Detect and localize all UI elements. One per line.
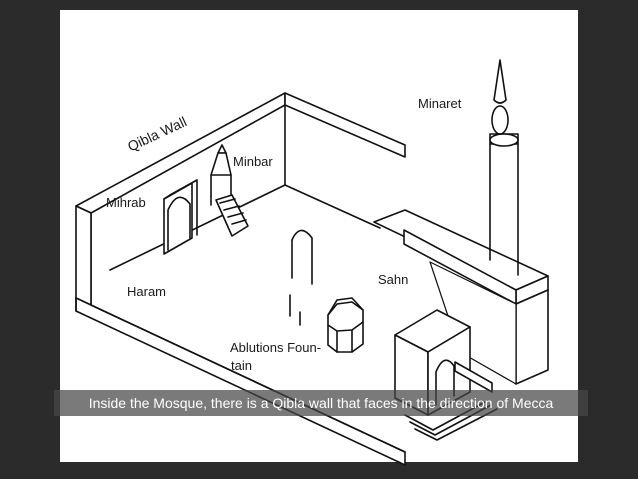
ablutions-fountain xyxy=(327,297,364,353)
minaret xyxy=(489,59,519,276)
mihrab-arch xyxy=(163,179,198,255)
label-mihrab: Mihrab xyxy=(106,195,146,210)
label-sahn: Sahn xyxy=(378,272,409,287)
back-right-wall xyxy=(284,92,406,186)
minbar xyxy=(210,144,249,237)
sahn-wall xyxy=(373,209,549,385)
caption-bar: Inside the Mosque, there is a Qibla wall… xyxy=(54,390,588,416)
left-outer-wall xyxy=(75,205,92,306)
label-ablutions-line2: tain xyxy=(231,358,252,373)
label-minaret: Minaret xyxy=(418,96,462,111)
label-ablutions-line1: Ablutions Foun- xyxy=(230,340,322,355)
label-haram: Haram xyxy=(127,284,167,299)
label-minbar: Minbar xyxy=(233,154,273,169)
